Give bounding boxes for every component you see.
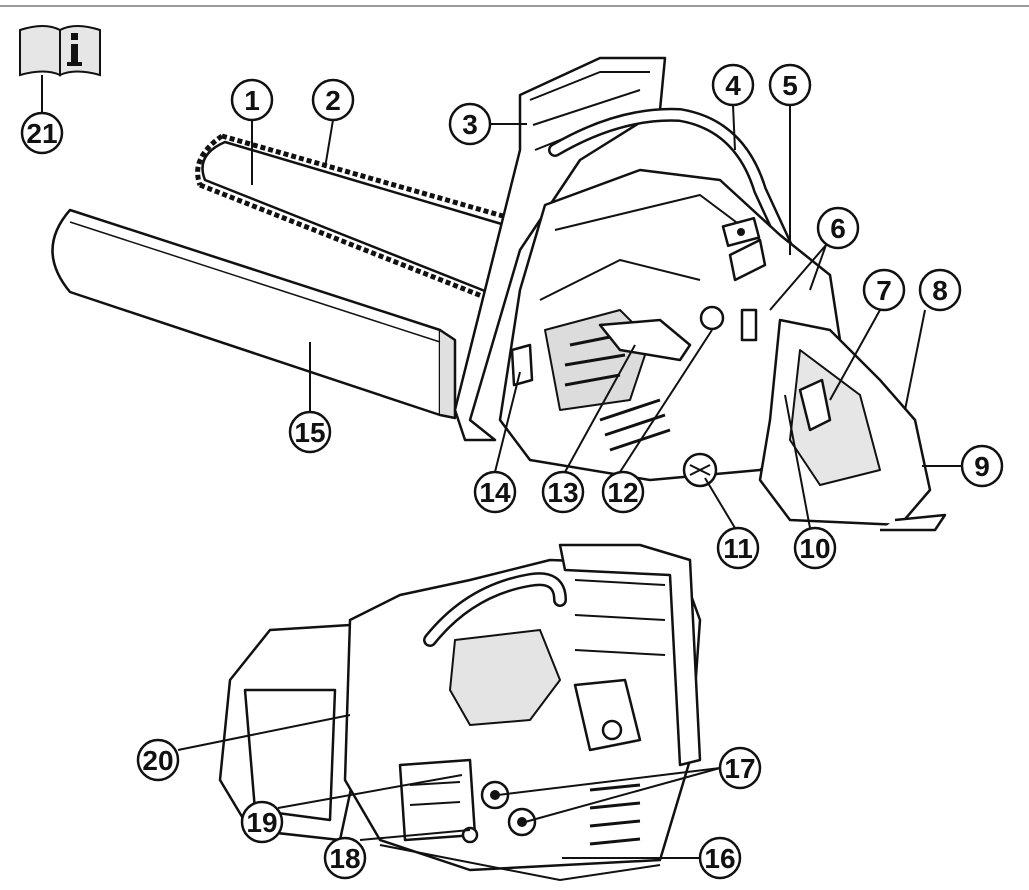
leader-lines — [41, 75, 962, 859]
manual-info-icon — [19, 25, 101, 77]
svg-text:15: 15 — [294, 417, 325, 448]
callout-3: 3 — [448, 102, 492, 146]
svg-text:19: 19 — [246, 807, 277, 838]
callout-21: 21 — [20, 111, 64, 155]
callout-18: 18 — [323, 836, 367, 880]
svg-text:4: 4 — [725, 70, 741, 101]
svg-text:12: 12 — [607, 477, 638, 508]
callout-17: 17 — [718, 746, 762, 790]
callout-10: 10 — [793, 526, 837, 570]
choke-knob — [699, 305, 725, 331]
chainsaw-lower — [218, 543, 702, 881]
svg-text:6: 6 — [830, 213, 846, 244]
svg-text:9: 9 — [974, 451, 990, 482]
throttle-trigger — [798, 378, 832, 432]
svg-text:5: 5 — [782, 70, 798, 101]
callout-9: 9 — [960, 444, 1004, 488]
saw-chain — [195, 133, 511, 305]
callout-20: 20 — [136, 738, 180, 782]
callout-15: 15 — [288, 410, 332, 454]
svg-text:21: 21 — [26, 118, 57, 149]
callout-12: 12 — [601, 470, 645, 514]
callout-7: 7 — [862, 268, 906, 312]
callouts: 1 2 3 4 5 6 7 8 9 10 11 12 13 14 15 16 1… — [20, 63, 1004, 880]
svg-text:14: 14 — [479, 477, 511, 508]
svg-text:7: 7 — [876, 275, 892, 306]
chainsaw-upper — [51, 56, 947, 532]
svg-text:13: 13 — [547, 477, 578, 508]
callout-6: 6 — [816, 206, 860, 250]
callout-1: 1 — [230, 78, 274, 122]
callout-19: 19 — [240, 800, 284, 844]
guide-bar — [201, 140, 507, 297]
svg-text:2: 2 — [325, 85, 341, 116]
svg-text:3: 3 — [462, 109, 478, 140]
svg-text:16: 16 — [704, 843, 735, 874]
callout-14: 14 — [473, 470, 517, 514]
callout-2: 2 — [311, 78, 355, 122]
callout-13: 13 — [541, 470, 585, 514]
chain-brake — [510, 343, 534, 387]
svg-text:18: 18 — [329, 843, 360, 874]
svg-text:17: 17 — [724, 753, 755, 784]
callout-8: 8 — [918, 268, 962, 312]
callout-4: 4 — [711, 63, 755, 107]
svg-text:11: 11 — [723, 533, 753, 564]
bar-cover — [51, 208, 442, 417]
callout-11: 11 — [716, 526, 760, 570]
callout-5: 5 — [768, 63, 812, 107]
svg-text:1: 1 — [244, 85, 260, 116]
front-handle — [453, 56, 667, 442]
svg-text:20: 20 — [142, 745, 173, 776]
svg-text:10: 10 — [799, 533, 830, 564]
oil-filler — [398, 758, 477, 842]
starter-handle — [598, 318, 692, 362]
callout-16: 16 — [698, 836, 742, 880]
svg-text:8: 8 — [932, 275, 948, 306]
